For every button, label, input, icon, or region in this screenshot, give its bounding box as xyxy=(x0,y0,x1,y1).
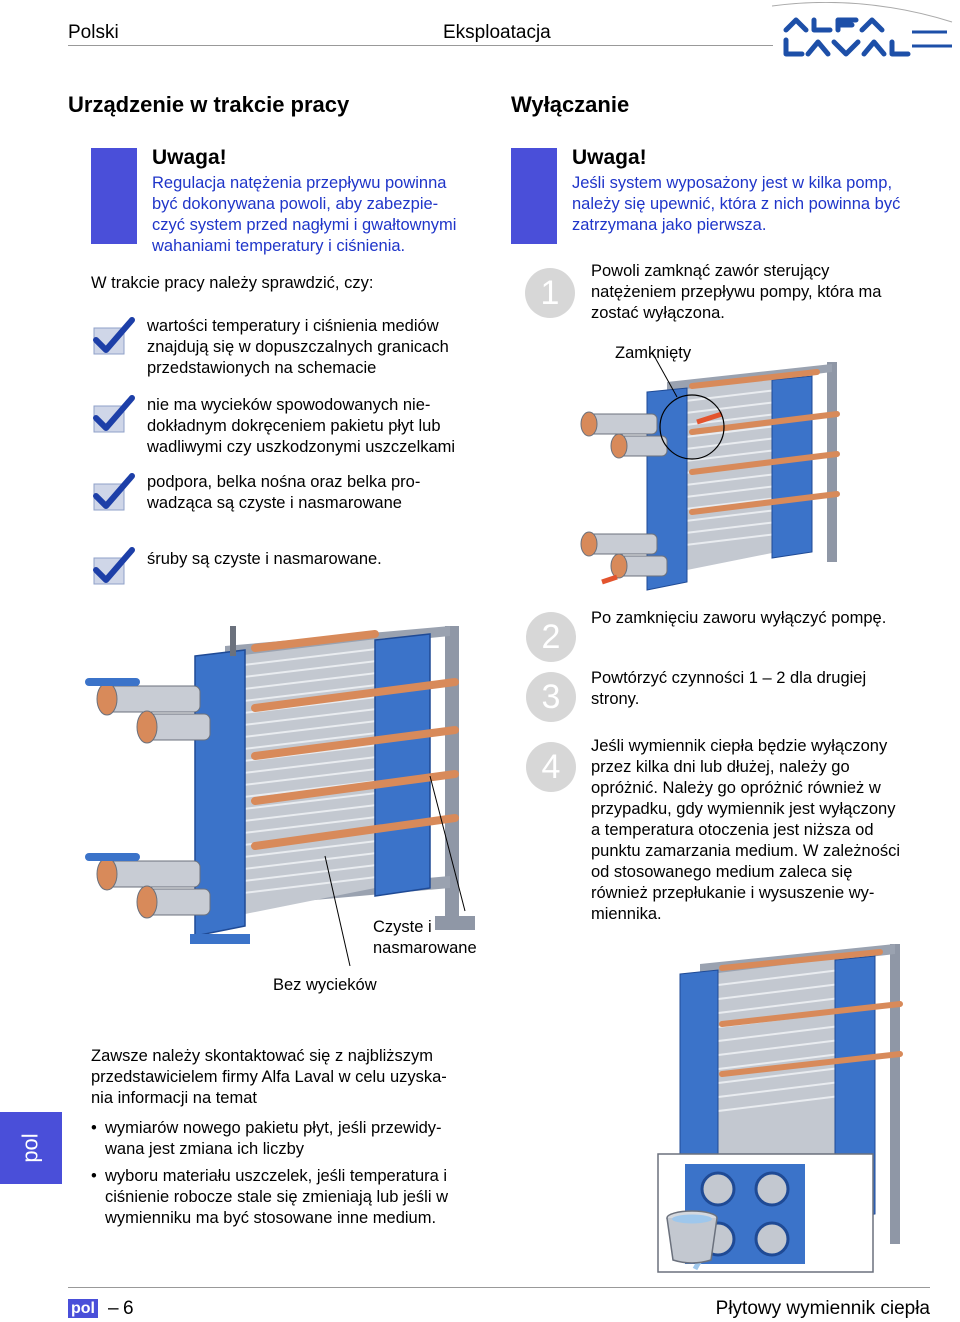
left-warning-bar xyxy=(91,148,137,244)
check-intro: W trakcie pracy należy sprawdzić, czy: xyxy=(91,274,374,292)
right-warning-title: Uwaga! xyxy=(572,146,647,169)
contact-intro: Zawsze należy skontaktować się z najbliż… xyxy=(91,1047,447,1107)
check-item-1: wartości temperatury i ciśnienia mediów … xyxy=(147,317,449,377)
right-warning-text: Jeśli system wyposażony jest w kilka pom… xyxy=(572,174,901,234)
bucket-icon xyxy=(666,1210,718,1264)
step-number-3: 3 xyxy=(526,672,576,722)
list-item: wymiarów nowego pakietu płyt, jeśli prze… xyxy=(91,1118,511,1160)
footer-lang-badge: pol xyxy=(68,1299,98,1318)
footer-rule xyxy=(68,1287,930,1288)
header-section: Eksploatacja xyxy=(443,22,551,43)
checkmark-icon xyxy=(93,317,135,355)
checkmark-icon xyxy=(93,395,135,433)
check-item-4: śruby są czyste i nasmarowane. xyxy=(147,550,382,568)
footer-separator: – xyxy=(108,1298,119,1319)
heat-exchanger-closed-valve-illustration xyxy=(580,352,840,591)
checkmark-icon xyxy=(93,547,135,585)
list-item: wyboru materiału uszczelek, jeśli temper… xyxy=(91,1166,511,1229)
check-item-3: podpora, belka nośna oraz belka pro- wad… xyxy=(147,473,421,512)
step-number-4: 4 xyxy=(526,742,576,792)
header-rule xyxy=(68,45,773,46)
checkmark-icon xyxy=(93,473,135,511)
alfa-laval-logo xyxy=(771,2,953,57)
header-language: Polski xyxy=(68,22,119,43)
right-warning-bar xyxy=(511,148,557,244)
left-title: Urządzenie w trakcie pracy xyxy=(68,92,350,117)
footer-document-title: Płytowy wymiennik ciepła xyxy=(715,1298,930,1319)
check-item-2: nie ma wycieków spowodowanych nie- dokła… xyxy=(147,396,456,456)
right-title: Wyłączanie xyxy=(511,92,630,117)
heat-exchanger-illustration xyxy=(85,626,475,966)
left-warning-text: Regulacja natężenia przepływu powinna by… xyxy=(152,174,457,255)
step-text-4: Jeśli wymiennik ciepła będzie wyłączony … xyxy=(591,737,901,923)
label-clean: Czyste i nasmarowane xyxy=(373,918,477,957)
step-text-1: Powoli zamknąć zawór sterujący natężenie… xyxy=(591,262,882,322)
language-side-tab: pol xyxy=(0,1112,62,1184)
step-text-2: Po zamknięciu zaworu wyłączyć pompę. xyxy=(591,609,887,627)
contact-bullets: wymiarów nowego pakietu płyt, jeśli prze… xyxy=(91,1118,511,1235)
step-number-1: 1 xyxy=(525,268,575,318)
footer-page-number: 6 xyxy=(123,1298,134,1319)
heat-exchanger-draining-illustration xyxy=(657,944,903,1273)
label-no-leaks: Bez wycieków xyxy=(273,976,377,994)
step-number-2: 2 xyxy=(526,612,576,662)
left-warning-title: Uwaga! xyxy=(152,146,227,169)
step-text-3: Powtórzyć czynności 1 – 2 dla drugiej st… xyxy=(591,669,867,708)
